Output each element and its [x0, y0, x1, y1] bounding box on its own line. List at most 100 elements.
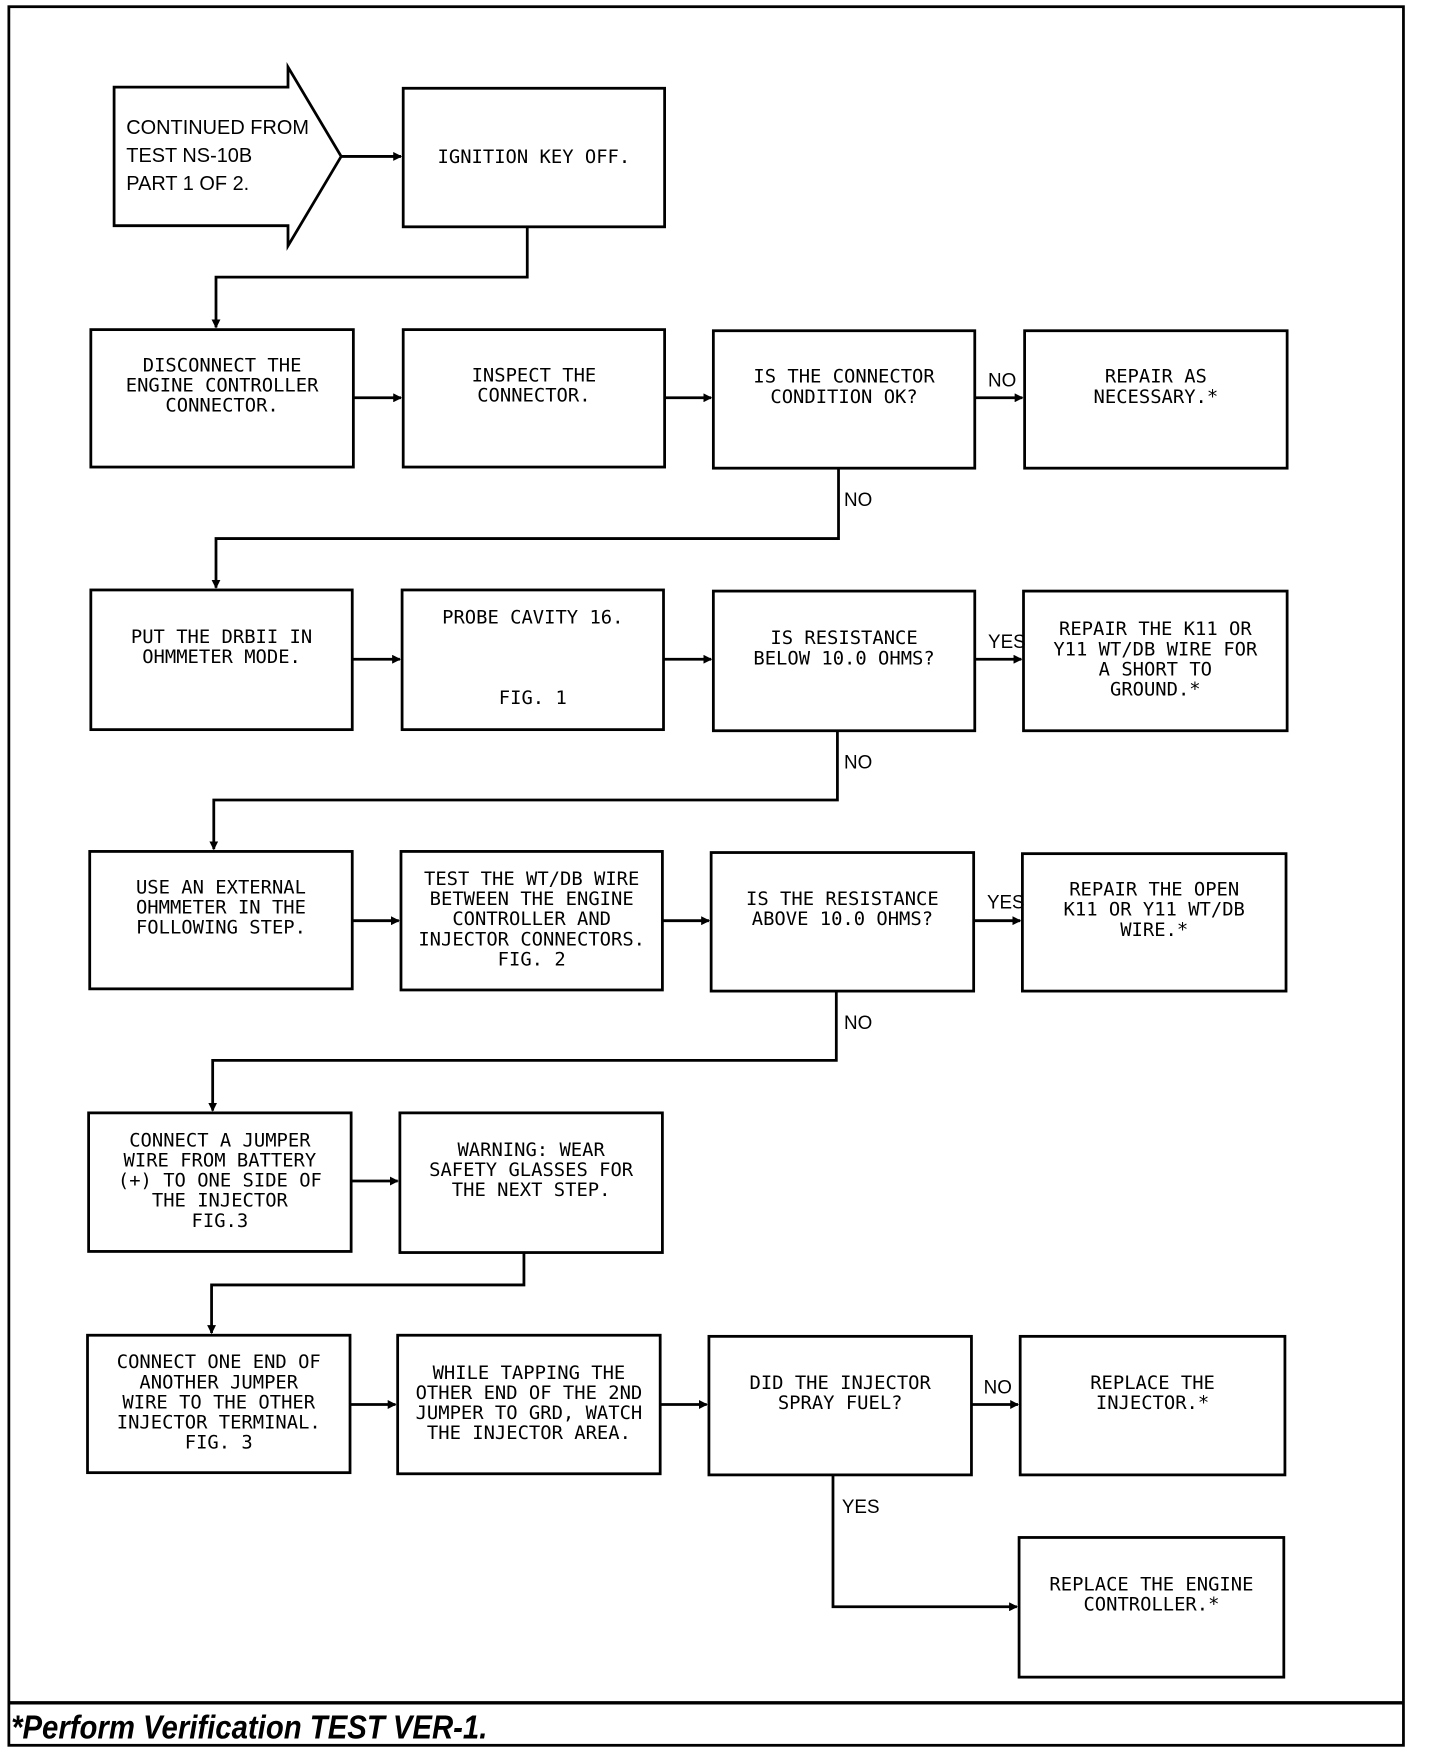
branch-label-no: NO — [984, 1377, 1012, 1398]
box-frame — [399, 850, 664, 992]
footer-note: *Perform Verification TEST VER-1. — [11, 1709, 487, 1746]
box-text-line: INJECTOR TERMINAL. — [117, 1411, 321, 1433]
box-text-line: CONDITION OK? — [770, 386, 917, 408]
box-text-line: BELOW 10.0 OHMS? — [753, 647, 934, 669]
branch-label-yes: YES — [842, 1497, 880, 1518]
box-frame — [1021, 852, 1288, 993]
start-arrow-text: CONTINUED FROM TEST NS-10B PART 1 OF 2. — [126, 117, 309, 195]
box-text-line: IS RESISTANCE — [770, 627, 917, 649]
connector-arrow — [208, 991, 838, 1112]
box-text-line: WHILE TAPPING THE — [433, 1362, 626, 1384]
branch-label-yes: YES — [988, 632, 1026, 653]
box-text-line: THE INJECTOR AREA. — [427, 1422, 631, 1444]
box-text-line: GROUND.* — [1110, 678, 1201, 700]
box-frame — [89, 588, 354, 732]
box-frame — [401, 328, 666, 469]
svg-text:TEST NS-10B: TEST NS-10B — [126, 145, 252, 167]
box-text-line: JUMPER TO GRD, WATCH — [416, 1402, 643, 1424]
box-text-line: Y11 WT/DB WIRE FOR — [1053, 638, 1258, 660]
box-text-line: REPAIR AS — [1105, 366, 1207, 388]
box-frame — [400, 588, 665, 732]
box-text-line: WIRE FROM BATTERY — [124, 1149, 317, 1171]
box-ignition-off: IGNITION KEY OFF. — [401, 86, 666, 229]
branch-label-yes: YES — [987, 892, 1025, 913]
box-frame — [707, 1334, 973, 1477]
box-text-line: CONNECT ONE END OF — [117, 1351, 321, 1373]
branch-label-no: NO — [844, 1013, 872, 1034]
box-text-line: A SHORT TO — [1099, 658, 1212, 680]
branch-label-no: NO — [844, 490, 872, 511]
box-probe-cavity: PROBE CAVITY 16. FIG. 1 — [400, 588, 665, 732]
connector-arrow — [209, 730, 839, 851]
box-frame — [86, 1333, 352, 1475]
connector-arrow — [831, 1474, 1018, 1612]
box-text-line: IS THE CONNECTOR — [753, 366, 935, 388]
svg-text:PART 1 OF 2.: PART 1 OF 2. — [126, 173, 249, 195]
box-text-line: INJECTOR.* — [1096, 1392, 1209, 1414]
start-arrow-shape — [112, 61, 343, 251]
box-text-line: PROBE CAVITY 16. — [442, 606, 623, 628]
box-text-line: OHMMETER IN THE — [136, 896, 306, 918]
box-text-line: BETWEEN THE ENGINE — [430, 888, 634, 910]
connectors — [207, 151, 1024, 1612]
box-text-line: OHMMETER MODE. — [142, 646, 301, 668]
box-frame — [88, 850, 354, 991]
box-frame — [1018, 1334, 1287, 1477]
box-text-line: FIG. 3 — [185, 1432, 253, 1454]
box-text-line: REPAIR THE K11 OR — [1059, 618, 1252, 640]
box-frame — [396, 1333, 662, 1476]
box-frame — [709, 851, 976, 993]
connector-arrow — [211, 226, 529, 329]
branch-label-no: NO — [844, 753, 872, 774]
box-text-line: FIG.3 — [192, 1210, 249, 1232]
box-text-line: CONNECTOR. — [165, 395, 278, 417]
box-text-line: WIRE TO THE OTHER — [122, 1391, 315, 1413]
box-text-line: REPLACE THE ENGINE — [1049, 1573, 1253, 1595]
box-text-line: IGNITION KEY OFF. — [438, 146, 631, 168]
box-frame — [401, 86, 666, 229]
box-text-line: FIG. 1 — [499, 687, 567, 709]
box-text-line: IS THE RESISTANCE — [746, 888, 939, 910]
box-text-line: ABOVE 10.0 OHMS? — [752, 908, 933, 930]
box-text-line: USE AN EXTERNAL — [136, 876, 306, 898]
box-text-line: WARNING: WEAR — [457, 1139, 605, 1161]
box-text-line: SPRAY FUEL? — [778, 1392, 903, 1414]
box-frame — [1017, 1536, 1286, 1679]
box-text-line: DID THE INJECTOR — [750, 1372, 932, 1394]
box-frame — [711, 329, 977, 470]
box-text-line: INSPECT THE — [472, 365, 597, 387]
box-frame — [1022, 589, 1289, 733]
box-frame — [398, 1111, 664, 1254]
box-text-line: FOLLOWING STEP. — [136, 916, 306, 938]
box-text-line: WIRE.* — [1120, 919, 1188, 941]
box-text-line: REPLACE THE — [1090, 1372, 1215, 1394]
connector-arrow — [207, 1252, 526, 1335]
box-frame — [87, 1111, 353, 1253]
box-frame — [89, 328, 355, 469]
box-text-line: ENGINE CONTROLLER — [126, 375, 319, 397]
box-text-line: THE NEXT STEP. — [452, 1179, 611, 1201]
connector-arrow — [211, 468, 840, 589]
box-frame — [711, 589, 977, 733]
box-text-line: OTHER END OF THE 2ND — [416, 1382, 643, 1404]
